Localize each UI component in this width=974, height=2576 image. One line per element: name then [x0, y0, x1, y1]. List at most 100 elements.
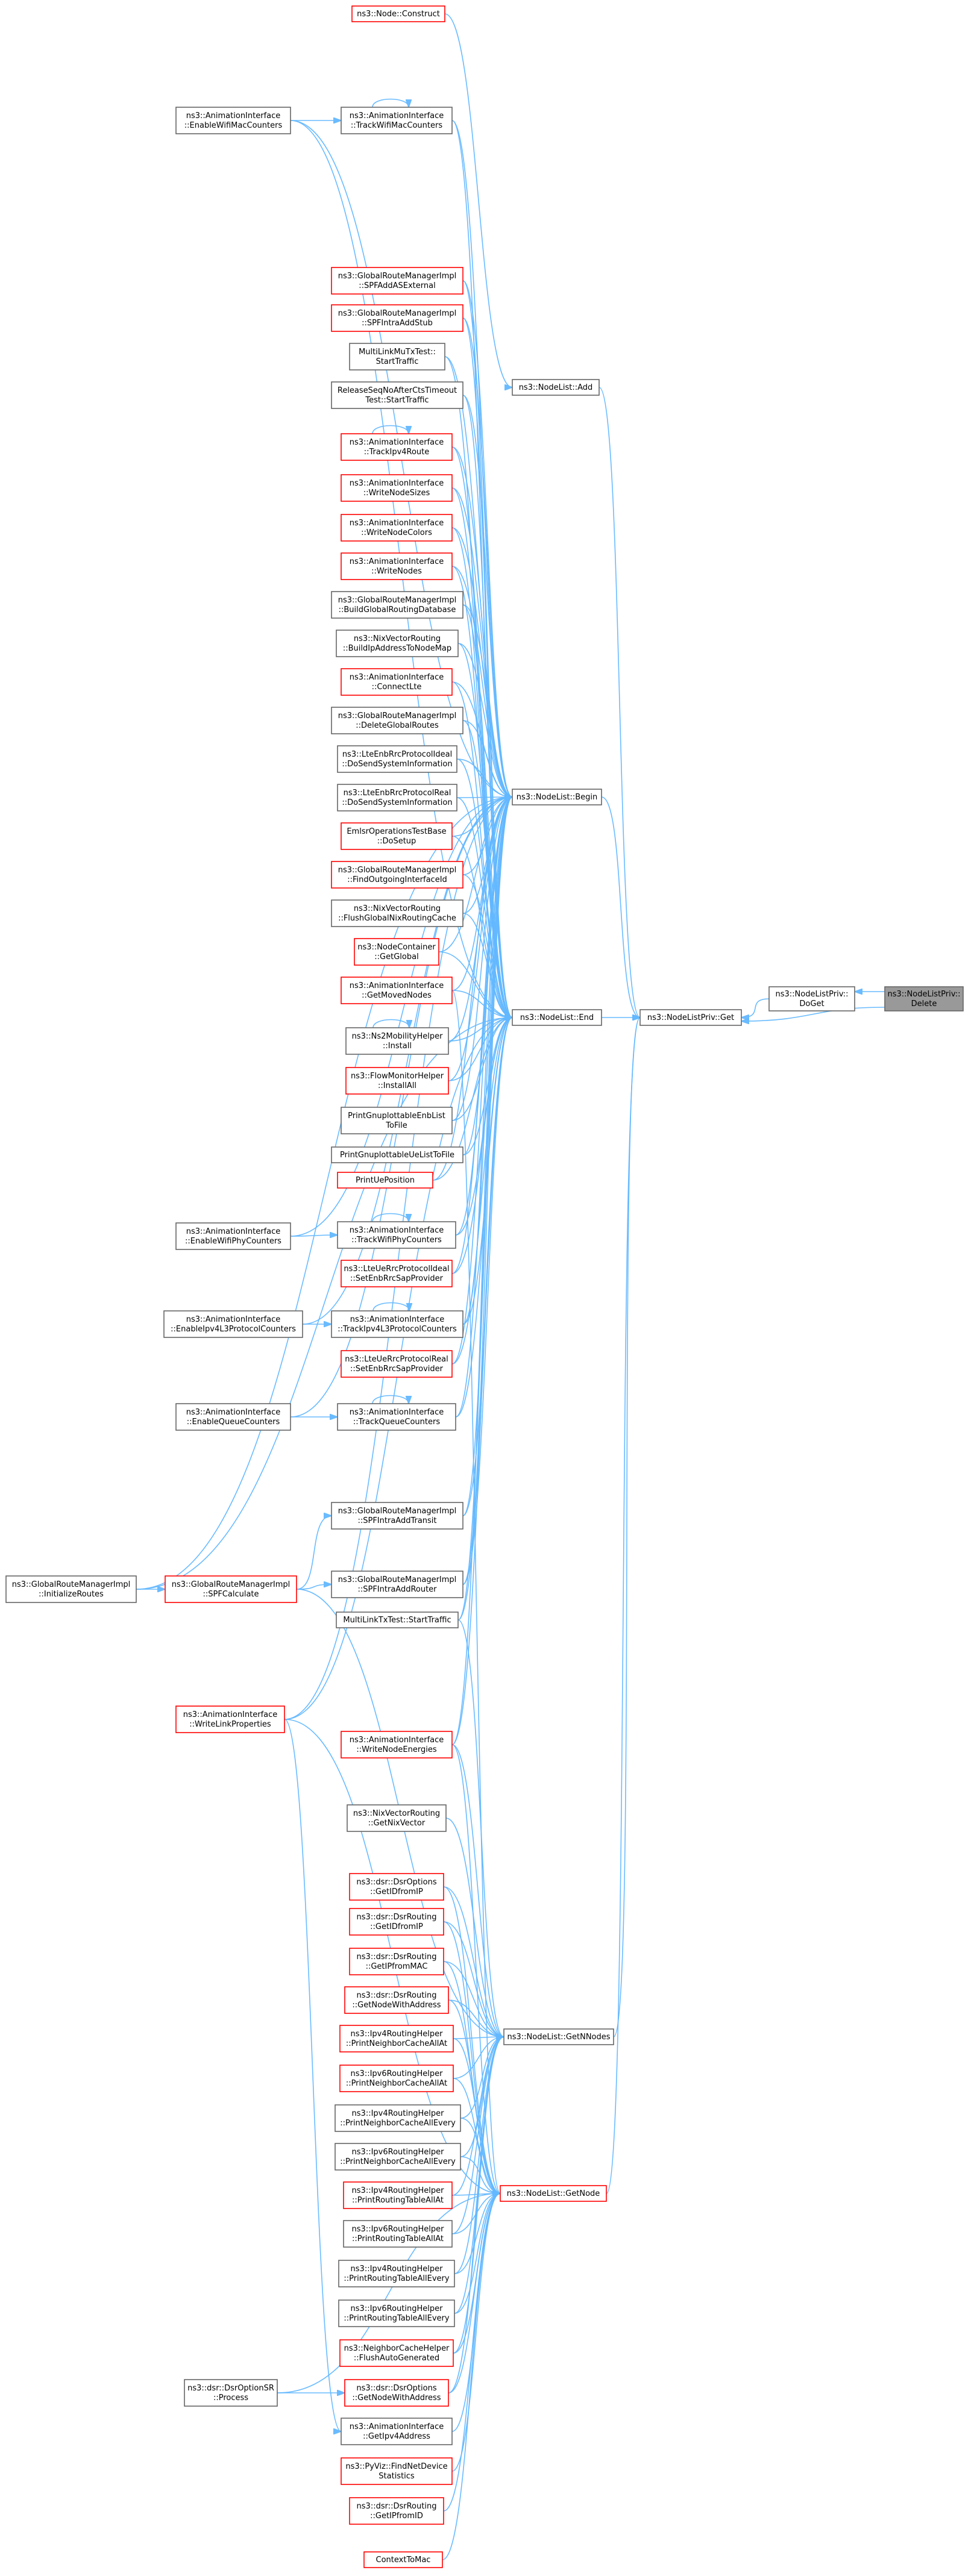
node-box: [5, 1575, 137, 1603]
node-lte-real[interactable]: ns3::LteEnbRrcProtocolReal::DoSendSystem…: [337, 784, 457, 811]
call-edge: [451, 990, 500, 2193]
node-doget[interactable]: ns3::NodeListPriv::DoGet: [768, 986, 855, 1011]
node-print-gnu-ue[interactable]: PrintGnuplottableUeListToFile: [331, 1146, 463, 1163]
node-end[interactable]: ns3::NodeList::End: [512, 1009, 602, 1026]
node-label: ns3::AnimationInterface: [350, 111, 444, 120]
node-box: [331, 267, 463, 295]
node-multi-link-tx[interactable]: MultiLinkTxTest::StartTraffic: [336, 1612, 459, 1628]
node-label: ns3::Ipv6RoutingHelper: [351, 2304, 444, 2313]
call-edge: [462, 604, 512, 1018]
node-delete-global[interactable]: ns3::GlobalRouteManagerImpl::DeleteGloba…: [331, 707, 463, 734]
node-enable-queue[interactable]: ns3::AnimationInterface::EnableQueueCoun…: [175, 1403, 291, 1431]
node-label: ns3::Ipv6RoutingHelper: [352, 2148, 445, 2157]
node-label: ns3::GlobalRouteManagerImpl: [338, 711, 457, 721]
node-get-moved[interactable]: ns3::AnimationInterface::GetMovedNodes: [341, 977, 453, 1004]
node-nc-flush-auto[interactable]: ns3::NeighborCacheHelper::FlushAutoGener…: [339, 2339, 454, 2367]
node-box: [768, 986, 855, 1011]
node-construct[interactable]: ns3::Node::Construct: [351, 5, 445, 22]
node-get-nix-vec[interactable]: ns3::NixVectorRouting::GetNixVector: [347, 1804, 447, 1832]
node-label: ::BuildGlobalRoutingDatabase: [339, 605, 456, 614]
node-enable-wifi-phy[interactable]: ns3::AnimationInterface::EnableWifiPhyCo…: [175, 1222, 291, 1250]
node-dsr-opt-id-ip[interactable]: ns3::dsr::DsrOptions::GetIDfromIP: [349, 1873, 444, 1901]
node-track-queue[interactable]: ns3::AnimationInterface::TrackQueueCount…: [337, 1403, 456, 1431]
node-dsr-rout-id-ip[interactable]: ns3::dsr::DsrRouting::GetIDfromIP: [349, 1908, 444, 1936]
node-ipv6-nb-all-at[interactable]: ns3::Ipv6RoutingHelper::PrintNeighborCac…: [339, 2065, 454, 2092]
node-emlsr[interactable]: EmlsrOperationsTestBase::DoSetup: [341, 822, 453, 850]
node-build-ip-addr[interactable]: ns3::NixVectorRouting::BuildIpAddressToN…: [336, 630, 459, 657]
node-enable-wifi-mac[interactable]: ns3::AnimationInterface::EnableWifiMacCo…: [175, 107, 291, 134]
node-label: Test::StartTraffic: [365, 396, 429, 405]
node-get-node[interactable]: ns3::NodeList::GetNode: [500, 2185, 607, 2202]
node-print-ue-pos[interactable]: PrintUePosition: [337, 1172, 433, 1189]
node-label: ::FlushAutoGenerated: [354, 2354, 439, 2363]
node-ipv6-nb-all-every[interactable]: ns3::Ipv6RoutingHelper::PrintNeighborCac…: [335, 2143, 461, 2171]
node-dsr-opt-sr[interactable]: ns3::dsr::DsrOptionSR::Process: [184, 2379, 278, 2407]
node-spf-intra-stub[interactable]: ns3::GlobalRouteManagerImpl::SPFIntraAdd…: [331, 304, 463, 332]
node-box: [339, 2025, 454, 2052]
node-spf-intra-transit[interactable]: ns3::GlobalRouteManagerImpl::SPFIntraAdd…: [331, 1502, 463, 1530]
node-label: ns3::NodeListPriv::Get: [647, 1013, 734, 1022]
call-edge: [453, 2078, 500, 2193]
node-label: ns3::AnimationInterface: [186, 1315, 281, 1324]
node-begin[interactable]: ns3::NodeList::Begin: [512, 789, 602, 805]
node-box: [341, 107, 453, 134]
node-add[interactable]: ns3::NodeList::Add: [512, 379, 600, 396]
node-track-ipv4-route[interactable]: ns3::AnimationInterface::TrackIpv4Route: [341, 433, 453, 461]
node-track-wifi-mac[interactable]: ns3::AnimationInterface::TrackWifiMacCou…: [341, 107, 453, 134]
node-get-global[interactable]: ns3::NodeContainer::GetGlobal: [354, 938, 439, 966]
node-ipv6-rt-all-every[interactable]: ns3::Ipv6RoutingHelper::PrintRoutingTabl…: [338, 2299, 455, 2327]
node-enable-ipv4-l3[interactable]: ns3::AnimationInterface::EnableIpv4L3Pro…: [163, 1310, 303, 1338]
node-context-to-mac[interactable]: ContextToMac: [363, 2551, 443, 2568]
node-write-link[interactable]: ns3::AnimationInterface::WriteLinkProper…: [175, 1705, 285, 1733]
node-lte-ideal-set[interactable]: ns3::LteUeRrcProtocolIdeal::SetEnbRrcSap…: [341, 1260, 453, 1287]
call-edge: [451, 1744, 504, 2037]
call-edge: [451, 990, 512, 1018]
node-spf-intra-router[interactable]: ns3::GlobalRouteManagerImpl::SPFIntraAdd…: [331, 1571, 463, 1598]
node-release-seq[interactable]: ReleaseSeqNoAfterCtsTimeoutTest::StartTr…: [331, 381, 463, 409]
node-box: [175, 1222, 291, 1250]
node-get-ipv4-addr[interactable]: ns3::AnimationInterface::GetIpv4Address: [341, 2418, 453, 2445]
node-get-nnodes[interactable]: ns3::NodeList::GetNNodes: [503, 2028, 614, 2045]
node-box: [165, 1575, 297, 1603]
call-edge: [454, 2193, 500, 2274]
node-find-outgoing[interactable]: ns3::GlobalRouteManagerImpl::FindOutgoin…: [331, 861, 463, 889]
node-write-nodes[interactable]: ns3::AnimationInterface::WriteNodes: [341, 552, 453, 580]
node-dsr-rout-node-addr[interactable]: ns3::dsr::DsrRouting::GetNodeWithAddress: [344, 1986, 449, 2014]
node-track-ipv4-l3[interactable]: ns3::AnimationInterface::TrackIpv4L3Prot…: [331, 1310, 463, 1338]
node-spf-add-as[interactable]: ns3::GlobalRouteManagerImpl::SPFAddASExt…: [331, 267, 463, 295]
node-dsr-rout-mac[interactable]: ns3::dsr::DsrRouting::GetIPfromMAC: [349, 1948, 444, 1975]
node-write-energies[interactable]: ns3::AnimationInterface::WriteNodeEnergi…: [341, 1731, 453, 1758]
node-ipv4-nb-all-at[interactable]: ns3::Ipv4RoutingHelper::PrintNeighborCac…: [339, 2025, 454, 2052]
node-flush-global-nix[interactable]: ns3::NixVectorRouting::FlushGlobalNixRou…: [331, 899, 463, 927]
node-box: [331, 1502, 463, 1530]
node-ipv4-nb-all-every[interactable]: ns3::Ipv4RoutingHelper::PrintNeighborCac…: [335, 2104, 461, 2132]
node-lte-ideal[interactable]: ns3::LteEnbRrcProtocolIdeal::DoSendSyste…: [337, 745, 457, 773]
node-get[interactable]: ns3::NodeListPriv::Get: [639, 1009, 742, 1026]
node-ipv4-rt-all-every[interactable]: ns3::Ipv4RoutingHelper::PrintRoutingTabl…: [338, 2260, 455, 2287]
node-connect-lte[interactable]: ns3::AnimationInterface::ConnectLte: [341, 668, 453, 696]
node-write-node-colors[interactable]: ns3::AnimationInterface::WriteNodeColors: [341, 514, 453, 542]
node-ipv4-rt-all-at[interactable]: ns3::Ipv4RoutingHelper::PrintRoutingTabl…: [343, 2181, 453, 2209]
node-label: ns3::PyViz::FindNetDevice: [345, 2462, 447, 2471]
node-label: ::InitializeRoutes: [39, 1590, 104, 1599]
node-dsr-rout-ip-id[interactable]: ns3::dsr::DsrRouting::GetIPfromID: [349, 2497, 444, 2525]
node-build-global[interactable]: ns3::GlobalRouteManagerImpl::BuildGlobal…: [331, 591, 463, 619]
node-label: ::WriteNodeEnergies: [356, 1745, 436, 1754]
node-write-node-sizes[interactable]: ns3::AnimationInterface::WriteNodeSizes: [341, 474, 453, 502]
node-lte-real-set[interactable]: ns3::LteUeRrcProtocolReal::SetEnbRrcSapP…: [341, 1350, 453, 1378]
node-multi-link-mu-tx[interactable]: MultiLinkMuTxTest::StartTraffic: [349, 343, 445, 370]
node-spf-calc[interactable]: ns3::GlobalRouteManagerImpl::SPFCalculat…: [165, 1575, 297, 1603]
node-label: ::TrackWifiPhyCounters: [351, 1236, 442, 1245]
node-box: [331, 591, 463, 619]
node-box: [331, 707, 463, 734]
node-ns2install[interactable]: ns3::Ns2MobilityHelper::Install: [345, 1027, 449, 1055]
node-init-routes[interactable]: ns3::GlobalRouteManagerImpl::InitializeR…: [5, 1575, 137, 1603]
node-track-wifi-phy[interactable]: ns3::AnimationInterface::TrackWifiPhyCou…: [337, 1221, 456, 1249]
node-flow-install-all[interactable]: ns3::FlowMonitorHelper::InstallAll: [345, 1067, 449, 1095]
node-label: ::EnableWifiMacCounters: [184, 121, 283, 130]
call-edge: [443, 1886, 500, 2193]
node-ipv6-rt-all-at[interactable]: ns3::Ipv6RoutingHelper::PrintRoutingTabl…: [343, 2220, 453, 2248]
node-dsr-opt-node-addr[interactable]: ns3::dsr::DsrOptions::GetNodeWithAddress: [344, 2379, 449, 2407]
